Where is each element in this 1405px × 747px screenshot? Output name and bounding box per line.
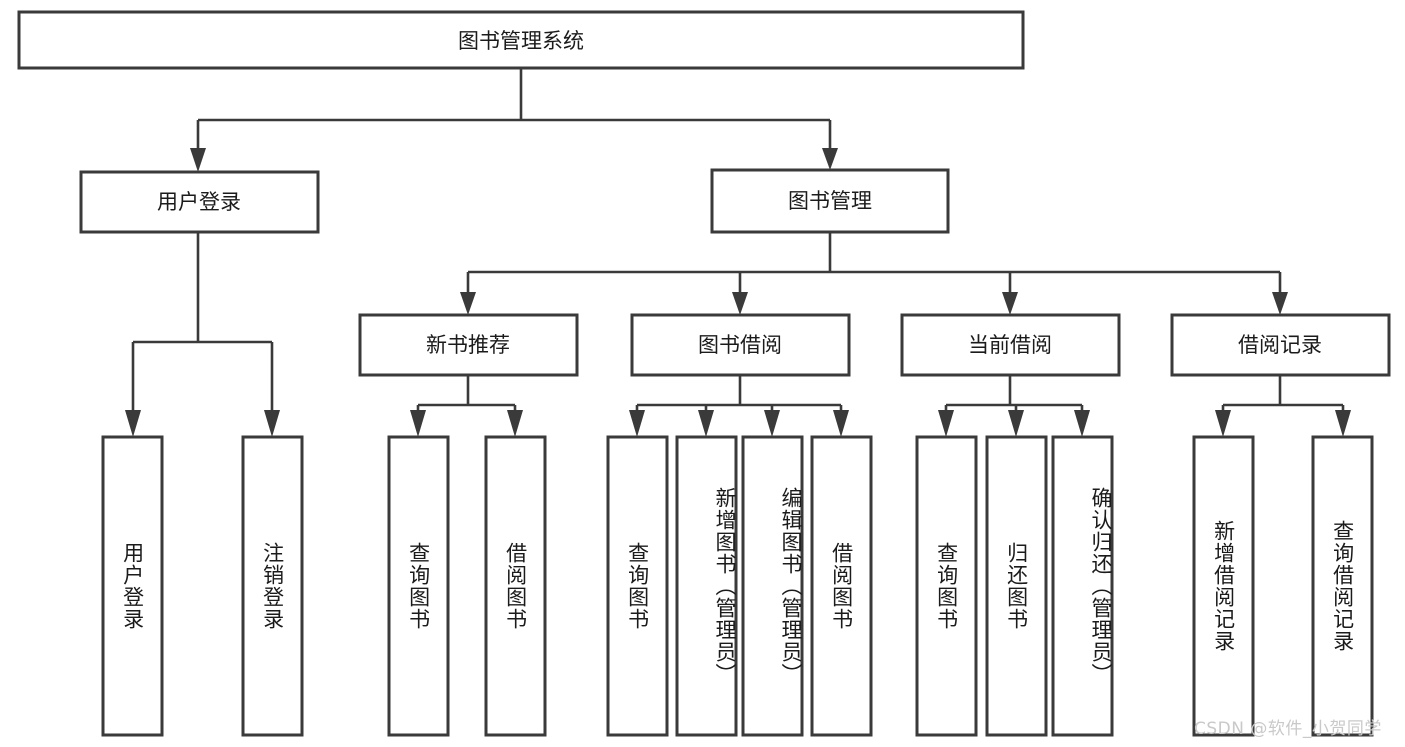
node-leaf-br-0-box[interactable]	[1192, 435, 1255, 737]
arrow-head-leaf-cb-0	[938, 410, 954, 437]
node-current-borrow-box[interactable]	[900, 313, 1121, 377]
arrow-head-leaf-bb-1	[698, 410, 714, 437]
node-leaf-nbr-0-box[interactable]	[387, 435, 450, 737]
arrow-head-leaf-cb-1	[1008, 410, 1024, 437]
node-book-management-label: 图书管理	[788, 189, 872, 213]
node-leaf-bb-1-box[interactable]	[675, 435, 738, 737]
node-book-management-box[interactable]	[710, 168, 950, 234]
connector-group-borrow-record	[1215, 375, 1351, 437]
node-leaf-br-1-box[interactable]	[1311, 435, 1374, 737]
arrow-head-leaf-cb-2	[1074, 410, 1090, 437]
node-borrow-record-box[interactable]	[1170, 313, 1391, 377]
node-book-borrow-box[interactable]	[630, 313, 851, 377]
node-leaf-bb-3-box[interactable]	[810, 435, 873, 737]
arrow-head-user-login	[190, 148, 206, 172]
node-user-login[interactable]: 用户登录	[79, 170, 320, 234]
arrow-head-current-borrow	[1002, 292, 1018, 315]
arrow-head-leaf-nbr-0	[410, 410, 426, 437]
node-leaf-cb-1-box[interactable]	[985, 435, 1048, 737]
node-book-management[interactable]: 图书管理	[710, 168, 950, 234]
arrow-head-leaf-nbr-1	[507, 410, 523, 437]
node-leaf-bb-0-box[interactable]	[606, 435, 669, 737]
node-new-book-recommend[interactable]: 新书推荐	[358, 313, 579, 377]
node-user-login-box[interactable]	[79, 170, 320, 234]
node-root[interactable]: 图书管理系统	[17, 10, 1025, 70]
connector-group-book-mgmt	[460, 232, 1288, 315]
node-current-borrow-label: 当前借阅	[968, 333, 1052, 357]
node-borrow-record-label: 借阅记录	[1238, 333, 1322, 357]
node-leaf-user-login-0-box[interactable]	[101, 435, 164, 737]
node-leaf-cb-0-box[interactable]	[915, 435, 978, 737]
arrow-head-leaf-bb-3	[833, 410, 849, 437]
node-book-borrow-label: 图书借阅	[698, 333, 782, 357]
node-leaf-bb-2-box[interactable]	[741, 435, 804, 737]
arrow-head-borrow-record	[1272, 292, 1288, 315]
node-new-book-recommend-label: 新书推荐	[426, 333, 510, 357]
arrow-head-book-borrow	[732, 292, 748, 315]
node-book-borrow[interactable]: 图书借阅	[630, 313, 851, 377]
node-borrow-record[interactable]: 借阅记录	[1170, 313, 1391, 377]
arrow-head-book-mgmt	[822, 148, 838, 170]
arrow-head-leaf-br-1	[1335, 410, 1351, 437]
node-user-login-label: 用户登录	[157, 190, 241, 214]
arrow-head-new-book-recommend	[460, 292, 476, 315]
arrow-head-leaf-user-login-0	[125, 410, 141, 437]
node-leaf-cb-2-box[interactable]	[1051, 435, 1114, 737]
node-leaf-user-login-1-box[interactable]	[241, 435, 304, 737]
arrow-head-leaf-bb-2	[764, 410, 780, 437]
connector-group-current-borrow	[938, 375, 1090, 437]
connector-group-new-book-recommend	[410, 375, 523, 437]
node-current-borrow[interactable]: 当前借阅	[900, 313, 1121, 377]
node-leaf-nbr-1-box[interactable]	[484, 435, 547, 737]
csdn-watermark: CSDN @软件_小贺同学	[1194, 719, 1382, 739]
node-root-box[interactable]	[17, 10, 1025, 70]
connector-group-user-login	[125, 232, 280, 437]
node-new-book-recommend-box[interactable]	[358, 313, 579, 377]
arrow-head-leaf-bb-0	[629, 410, 645, 437]
connector-group-root	[190, 68, 838, 172]
arrow-head-leaf-user-login-1	[264, 410, 280, 437]
node-root-label: 图书管理系统	[458, 29, 584, 53]
connector-group-book-borrow	[629, 375, 849, 437]
arrow-head-leaf-br-0	[1215, 410, 1231, 437]
